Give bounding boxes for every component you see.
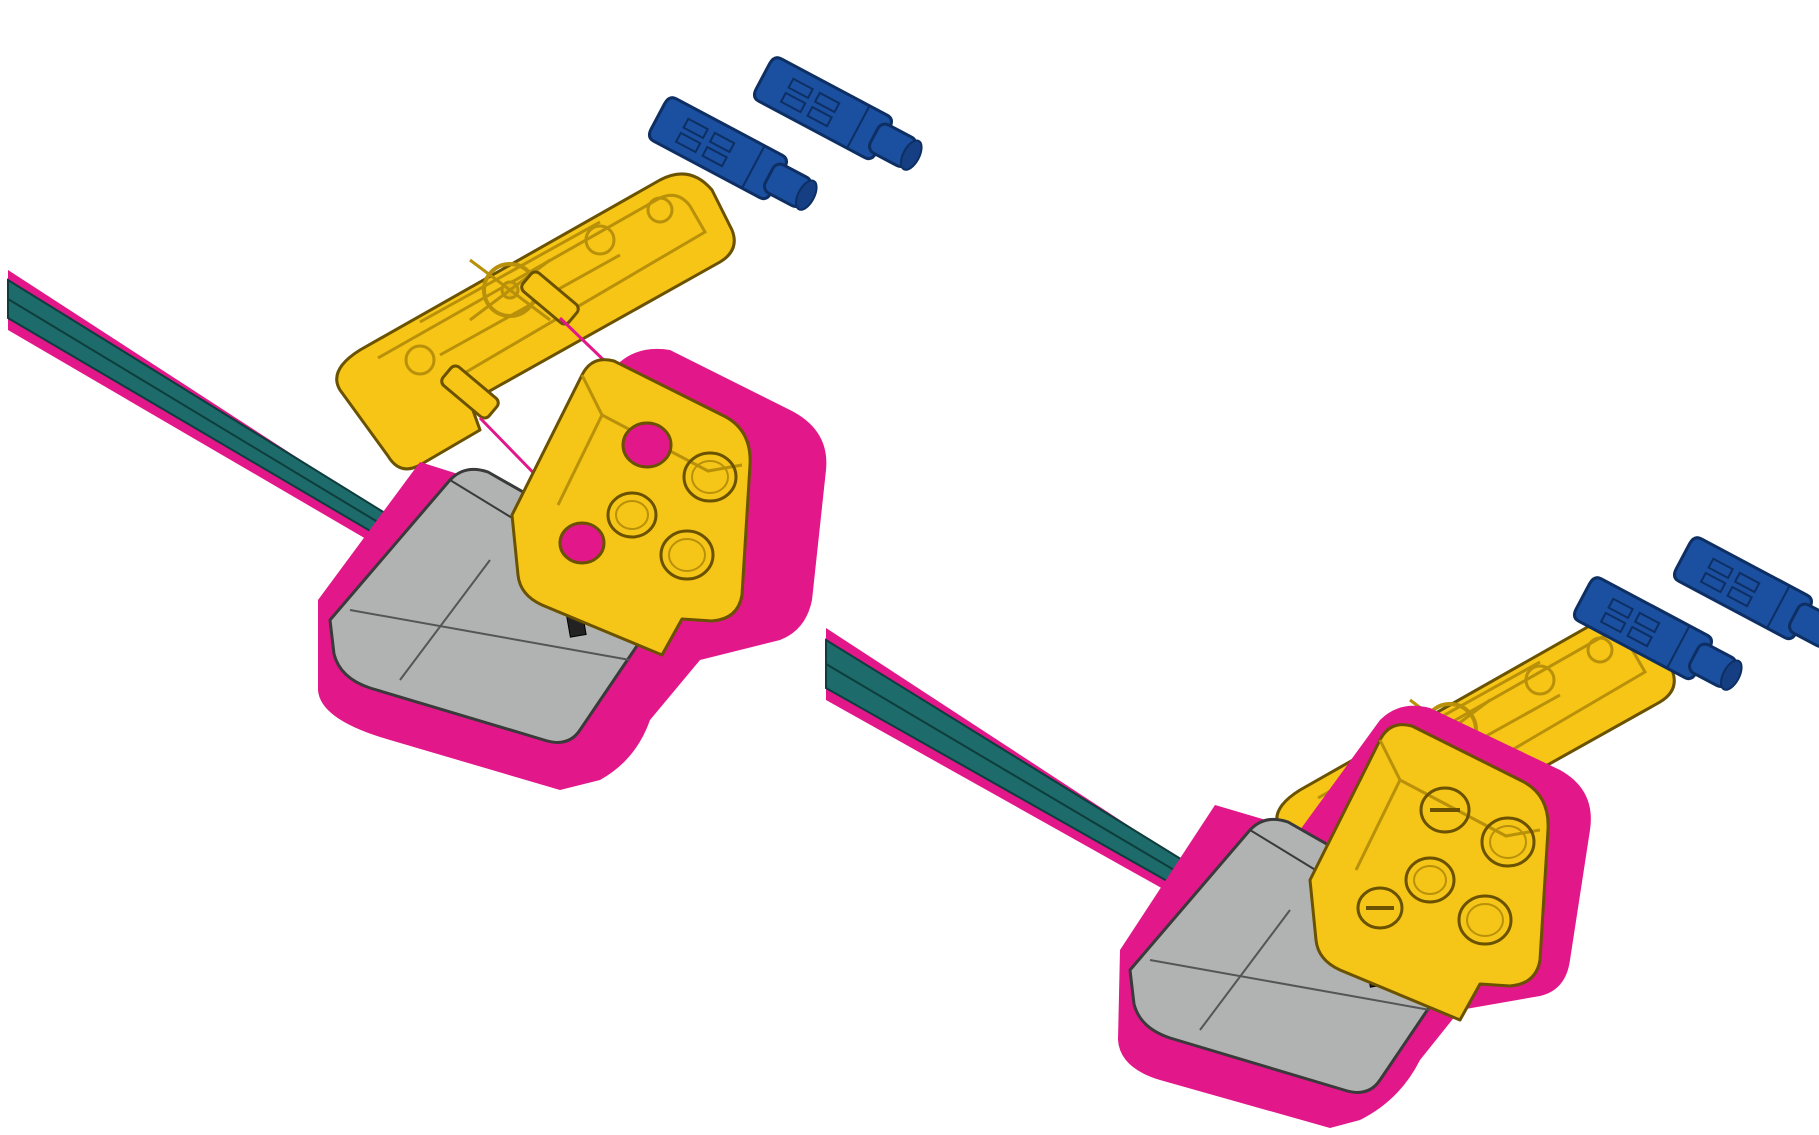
step-2-assembly — [826, 535, 1819, 1128]
step-1-assembly — [8, 55, 930, 790]
